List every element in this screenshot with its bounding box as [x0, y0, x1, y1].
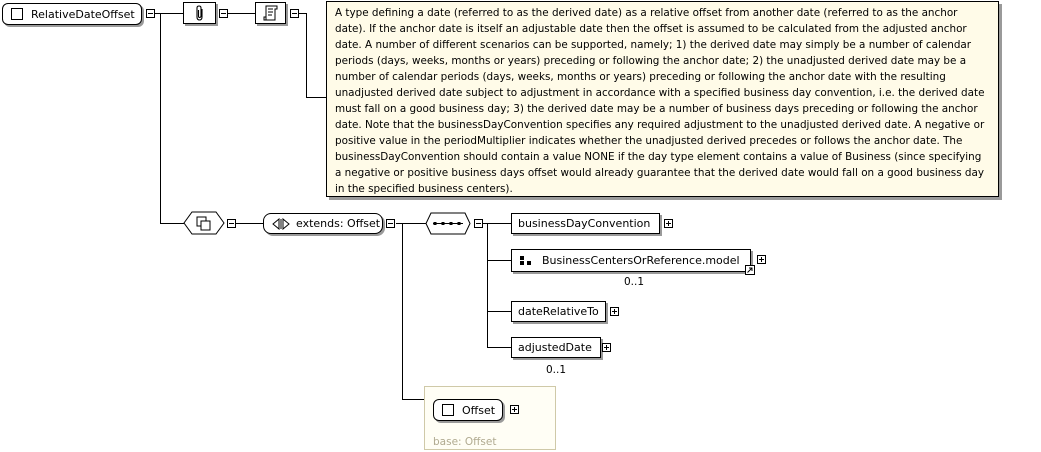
connector-seq-to-model — [487, 260, 511, 261]
documentation-collapse-toggle[interactable] — [290, 9, 299, 18]
sequence-box[interactable] — [425, 212, 471, 235]
extension-box[interactable]: extends: Offset — [263, 213, 383, 234]
model-group-icon — [520, 255, 531, 265]
connector-base-stub — [402, 399, 432, 400]
connector-root-to-attributes — [154, 13, 183, 14]
root-type-name: RelativeDateOffset — [31, 7, 135, 21]
extension-collapse-toggle[interactable] — [386, 219, 395, 228]
occurrence-label: 0..1 — [546, 364, 567, 376]
sequence-icon — [433, 222, 463, 225]
connector-extension-to-base — [402, 223, 403, 400]
date-relative-to-expand-toggle[interactable] — [610, 307, 619, 316]
complex-type-icon — [11, 8, 23, 20]
connector-seq-to-daterelative — [487, 311, 511, 312]
base-type-name: Offset — [462, 403, 496, 417]
complex-content-box[interactable] — [183, 211, 225, 235]
documentation-icon — [263, 5, 277, 21]
element-date-relative-to[interactable]: dateRelativeTo — [511, 301, 606, 322]
occurrence-label: 0..1 — [624, 276, 645, 288]
base-type-expand-toggle[interactable] — [510, 405, 519, 414]
connector-root-to-content — [160, 223, 184, 224]
documentation-box[interactable] — [255, 2, 286, 24]
attributes-collapse-toggle[interactable] — [219, 9, 228, 18]
element-name: adjustedDate — [518, 341, 592, 354]
business-centers-expand-toggle[interactable] — [757, 255, 766, 264]
root-collapse-toggle[interactable] — [146, 9, 155, 18]
group-name: BusinessCentersOrReference.model — [542, 254, 740, 267]
base-type-container: Offset base: Offset — [424, 386, 556, 450]
extension-label: extends: Offset — [296, 217, 381, 230]
connector-doc-stub — [298, 13, 306, 14]
complex-type-root[interactable]: RelativeDateOffset — [2, 3, 142, 25]
connector-doc-vertical — [306, 13, 307, 98]
connector-seq-to-adjusted — [487, 347, 511, 348]
group-business-centers-or-reference[interactable]: BusinessCentersOrReference.model — [511, 249, 751, 272]
documentation-text: A type defining a date (referred to as t… — [326, 1, 999, 197]
connector-extension-to-sequence — [396, 223, 426, 224]
extension-icon — [272, 217, 290, 230]
element-business-day-convention[interactable]: businessDayConvention — [511, 213, 660, 234]
adjusted-date-expand-toggle[interactable] — [602, 343, 611, 352]
connector-doc-to-text — [306, 97, 326, 98]
complex-content-collapse-toggle[interactable] — [227, 219, 236, 228]
sequence-collapse-toggle[interactable] — [474, 219, 483, 228]
attributes-box[interactable] — [183, 2, 216, 24]
element-adjusted-date[interactable]: adjustedDate — [511, 337, 601, 358]
complex-type-icon — [442, 404, 454, 416]
connector-attributes-to-doc — [228, 13, 255, 14]
business-day-convention-expand-toggle[interactable] — [664, 219, 673, 228]
connector-sequence-trunk — [487, 223, 488, 348]
element-name: dateRelativeTo — [518, 305, 599, 318]
attributes-icon — [195, 5, 203, 21]
base-label: base: Offset — [433, 436, 497, 448]
connector-root-trunk — [160, 13, 161, 224]
connector-sequence-stub — [481, 223, 511, 224]
reference-arrow-icon — [745, 265, 755, 275]
element-name: businessDayConvention — [518, 217, 651, 230]
connector-content-to-extension — [236, 223, 263, 224]
base-type-node[interactable]: Offset — [433, 399, 503, 421]
complex-content-icon — [196, 216, 211, 231]
